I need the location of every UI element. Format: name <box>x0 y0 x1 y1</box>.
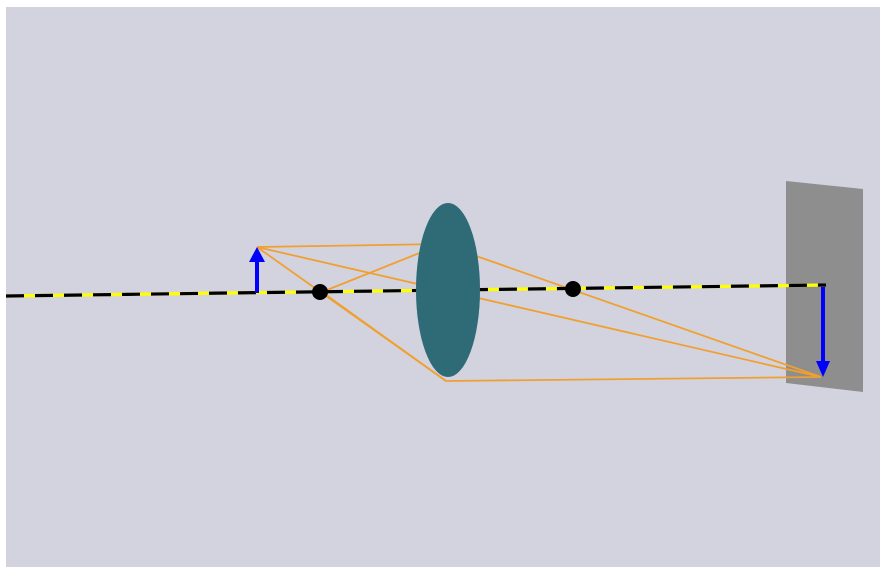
ray-through-center <box>256 246 822 378</box>
object-arrow[interactable] <box>249 247 265 293</box>
image-arrow[interactable] <box>816 287 830 377</box>
ray-bottom-parallel <box>445 376 822 382</box>
optical-axis <box>6 283 827 298</box>
ray-top-parallel <box>256 243 443 248</box>
focal-point-right[interactable] <box>565 281 581 297</box>
ray-diagram-svg <box>6 7 880 567</box>
image-arrow-head <box>816 361 830 377</box>
ray-top-refracted <box>441 243 822 378</box>
ray-marginal-lower <box>321 291 447 382</box>
optics-scene <box>6 7 880 567</box>
lens-shading <box>416 203 480 377</box>
focal-point-left[interactable] <box>312 284 328 300</box>
light-rays <box>256 243 822 382</box>
converging-lens[interactable] <box>416 203 480 377</box>
axis-dash-line <box>6 283 827 298</box>
object-arrow-head <box>249 247 265 262</box>
